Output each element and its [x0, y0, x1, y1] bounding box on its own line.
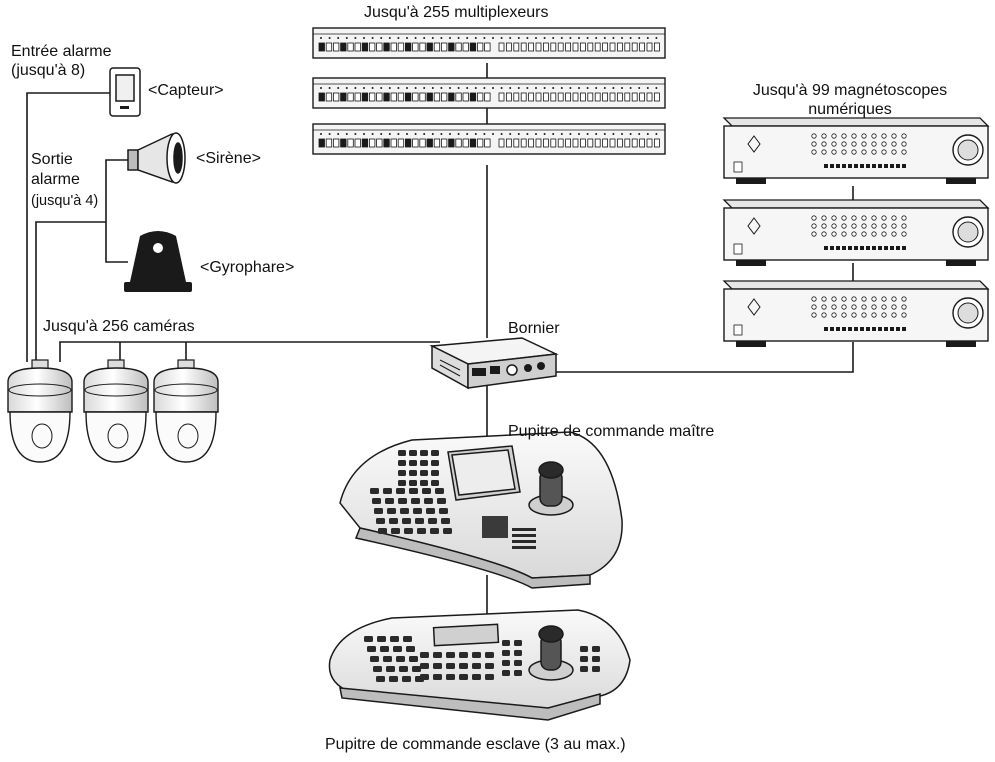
recorders-label-line2: numériques [808, 101, 892, 118]
multiplexer-icon [312, 27, 666, 59]
dome-camera-icon [7, 359, 73, 463]
recorders-label-line1: Jusqu'à 99 magnétoscopes [752, 82, 948, 99]
alarm-input-label-line1: Entrée alarme [11, 43, 112, 60]
siren-icon [127, 132, 186, 184]
cameras-label: Jusqu'à 256 caméras [43, 318, 195, 335]
connection-lines [26, 63, 854, 618]
controller-icon [339, 431, 623, 589]
beacon-icon [124, 231, 192, 292]
alarm-output-label-line3: (jusqu'à 4) [31, 193, 99, 209]
slave-controller-label: Pupitre de commande esclave (3 au max.) [325, 736, 626, 753]
camera-group [7, 359, 219, 463]
sensor-label: <Capteur> [148, 82, 224, 99]
alarm-input-label-line2: (jusqu'à 8) [11, 62, 86, 79]
dvr-icon [722, 117, 990, 184]
terminal-block-icon [429, 337, 559, 390]
multiplexer-icon [312, 77, 666, 109]
recorder-stack [722, 117, 990, 347]
alarm-output-label-line1: Sortie [31, 151, 73, 168]
dome-camera-icon [153, 359, 219, 463]
siren-label: <Sirène> [196, 150, 261, 167]
dome-camera-icon [83, 359, 149, 463]
multiplexers-label: Jusqu'à 255 multiplexeurs [364, 4, 549, 21]
alarm-output-label-line2: alarme [31, 171, 80, 188]
multiplexer-stack [312, 27, 666, 155]
multiplexer-icon [312, 123, 666, 155]
master-controller-label: Pupitre de commande maître [508, 423, 715, 440]
dvr-icon [722, 280, 990, 347]
controller-icon [328, 609, 631, 721]
dvr-icon [722, 199, 990, 266]
terminal-block-label: Bornier [508, 320, 560, 337]
beacon-label: <Gyrophare> [200, 259, 295, 276]
sensor-icon [109, 67, 141, 117]
